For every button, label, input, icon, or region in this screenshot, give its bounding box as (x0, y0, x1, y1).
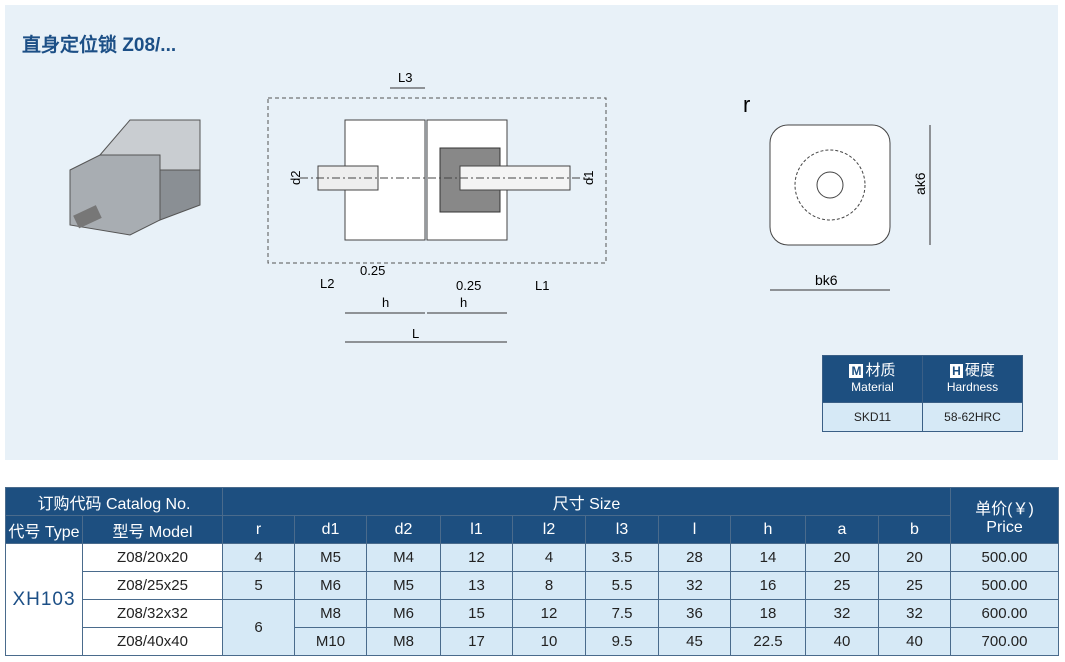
svg-text:d2: d2 (288, 171, 303, 185)
svg-text:bk6: bk6 (815, 272, 838, 288)
cell-l3: 9.5 (585, 627, 659, 656)
column-header-d1: d1 (294, 515, 367, 544)
side-view-drawing: L3 d2 d1 L2 L1 0.25 0.25 h h L (267, 70, 607, 343)
cell-l: 36 (658, 599, 731, 628)
cell-a: 20 (805, 543, 879, 572)
cell-model: Z08/20x20 (82, 543, 223, 572)
cell-l1: 12 (440, 543, 513, 572)
svg-text:0.25: 0.25 (456, 278, 481, 293)
cell-l2: 10 (512, 627, 586, 656)
column-header-a: a (805, 515, 879, 544)
page-title: 直身定位锁 Z08/... (22, 35, 177, 56)
cell-d2: M5 (366, 571, 441, 600)
hardness-value: 58-62HRC (922, 402, 1023, 432)
cell-d2: M4 (366, 543, 441, 572)
cell-l2: 4 (512, 543, 586, 572)
svg-text:L1: L1 (535, 278, 549, 293)
column-header-l2: l2 (512, 515, 586, 544)
cell-price: 500.00 (950, 543, 1059, 572)
column-header-d2: d2 (366, 515, 441, 544)
material-value: SKD11 (822, 402, 923, 432)
svg-text:h: h (382, 295, 389, 310)
column-header-r: r (222, 515, 295, 544)
column-header-l3: l3 (585, 515, 659, 544)
svg-text:d1: d1 (581, 171, 596, 185)
cell-a: 40 (805, 627, 879, 656)
cell-l3: 5.5 (585, 571, 659, 600)
cell-l3: 3.5 (585, 543, 659, 572)
cell-h: 14 (730, 543, 806, 572)
column-header-l: l (658, 515, 731, 544)
cell-l1: 13 (440, 571, 513, 600)
spec-table: 订购代码 Catalog No. 尺寸 Size 单价(￥)Price 代号 T… (5, 487, 1059, 656)
svg-text:0.25: 0.25 (360, 263, 385, 278)
cell-h: 16 (730, 571, 806, 600)
type-header: 代号 Type (5, 515, 83, 544)
svg-text:ak6: ak6 (912, 172, 928, 195)
cell-price: 600.00 (950, 599, 1059, 628)
cell-d2: M8 (366, 627, 441, 656)
cell-d1: M8 (294, 599, 367, 628)
cell-h: 22.5 (730, 627, 806, 656)
cell-l2: 12 (512, 599, 586, 628)
cell-price: 700.00 (950, 627, 1059, 656)
cell-l: 32 (658, 571, 731, 600)
svg-text:h: h (460, 295, 467, 310)
cell-a: 32 (805, 599, 879, 628)
column-header-b: b (878, 515, 951, 544)
cell-b: 25 (878, 571, 951, 600)
svg-text:L: L (412, 326, 419, 341)
cell-d1: M10 (294, 627, 367, 656)
cell-h: 18 (730, 599, 806, 628)
cell-b: 40 (878, 627, 951, 656)
cell-b: 20 (878, 543, 951, 572)
size-header: 尺寸 Size (222, 487, 951, 516)
cell-d2: M6 (366, 599, 441, 628)
cell-model: Z08/25x25 (82, 571, 223, 600)
svg-text:L2: L2 (320, 276, 334, 291)
cell-a: 25 (805, 571, 879, 600)
cell-l: 28 (658, 543, 731, 572)
column-header-h: h (730, 515, 806, 544)
svg-text:L3: L3 (398, 70, 412, 85)
cell-d1: M6 (294, 571, 367, 600)
price-header: 单价(￥)Price (950, 487, 1059, 544)
column-header-l1: l1 (440, 515, 513, 544)
cell-l3: 7.5 (585, 599, 659, 628)
catalog-header: 订购代码 Catalog No. (5, 487, 223, 516)
cell-d1: M5 (294, 543, 367, 572)
svg-text:r: r (743, 92, 750, 117)
cell-price: 500.00 (950, 571, 1059, 600)
cell-l1: 17 (440, 627, 513, 656)
cell-l2: 8 (512, 571, 586, 600)
cell-b: 32 (878, 599, 951, 628)
cell-l1: 15 (440, 599, 513, 628)
model-header: 型号 Model (82, 515, 223, 544)
cell-l: 45 (658, 627, 731, 656)
cell-r: 6 (222, 599, 295, 656)
cell-r: 5 (222, 571, 295, 600)
cell-model: Z08/32x32 (82, 599, 223, 628)
product-photo (69, 119, 201, 236)
cell-r: 4 (222, 543, 295, 572)
cell-type: XH103 (5, 543, 83, 656)
front-view-drawing: r ak6 bk6 (743, 92, 931, 291)
cell-model: Z08/40x40 (82, 627, 223, 656)
